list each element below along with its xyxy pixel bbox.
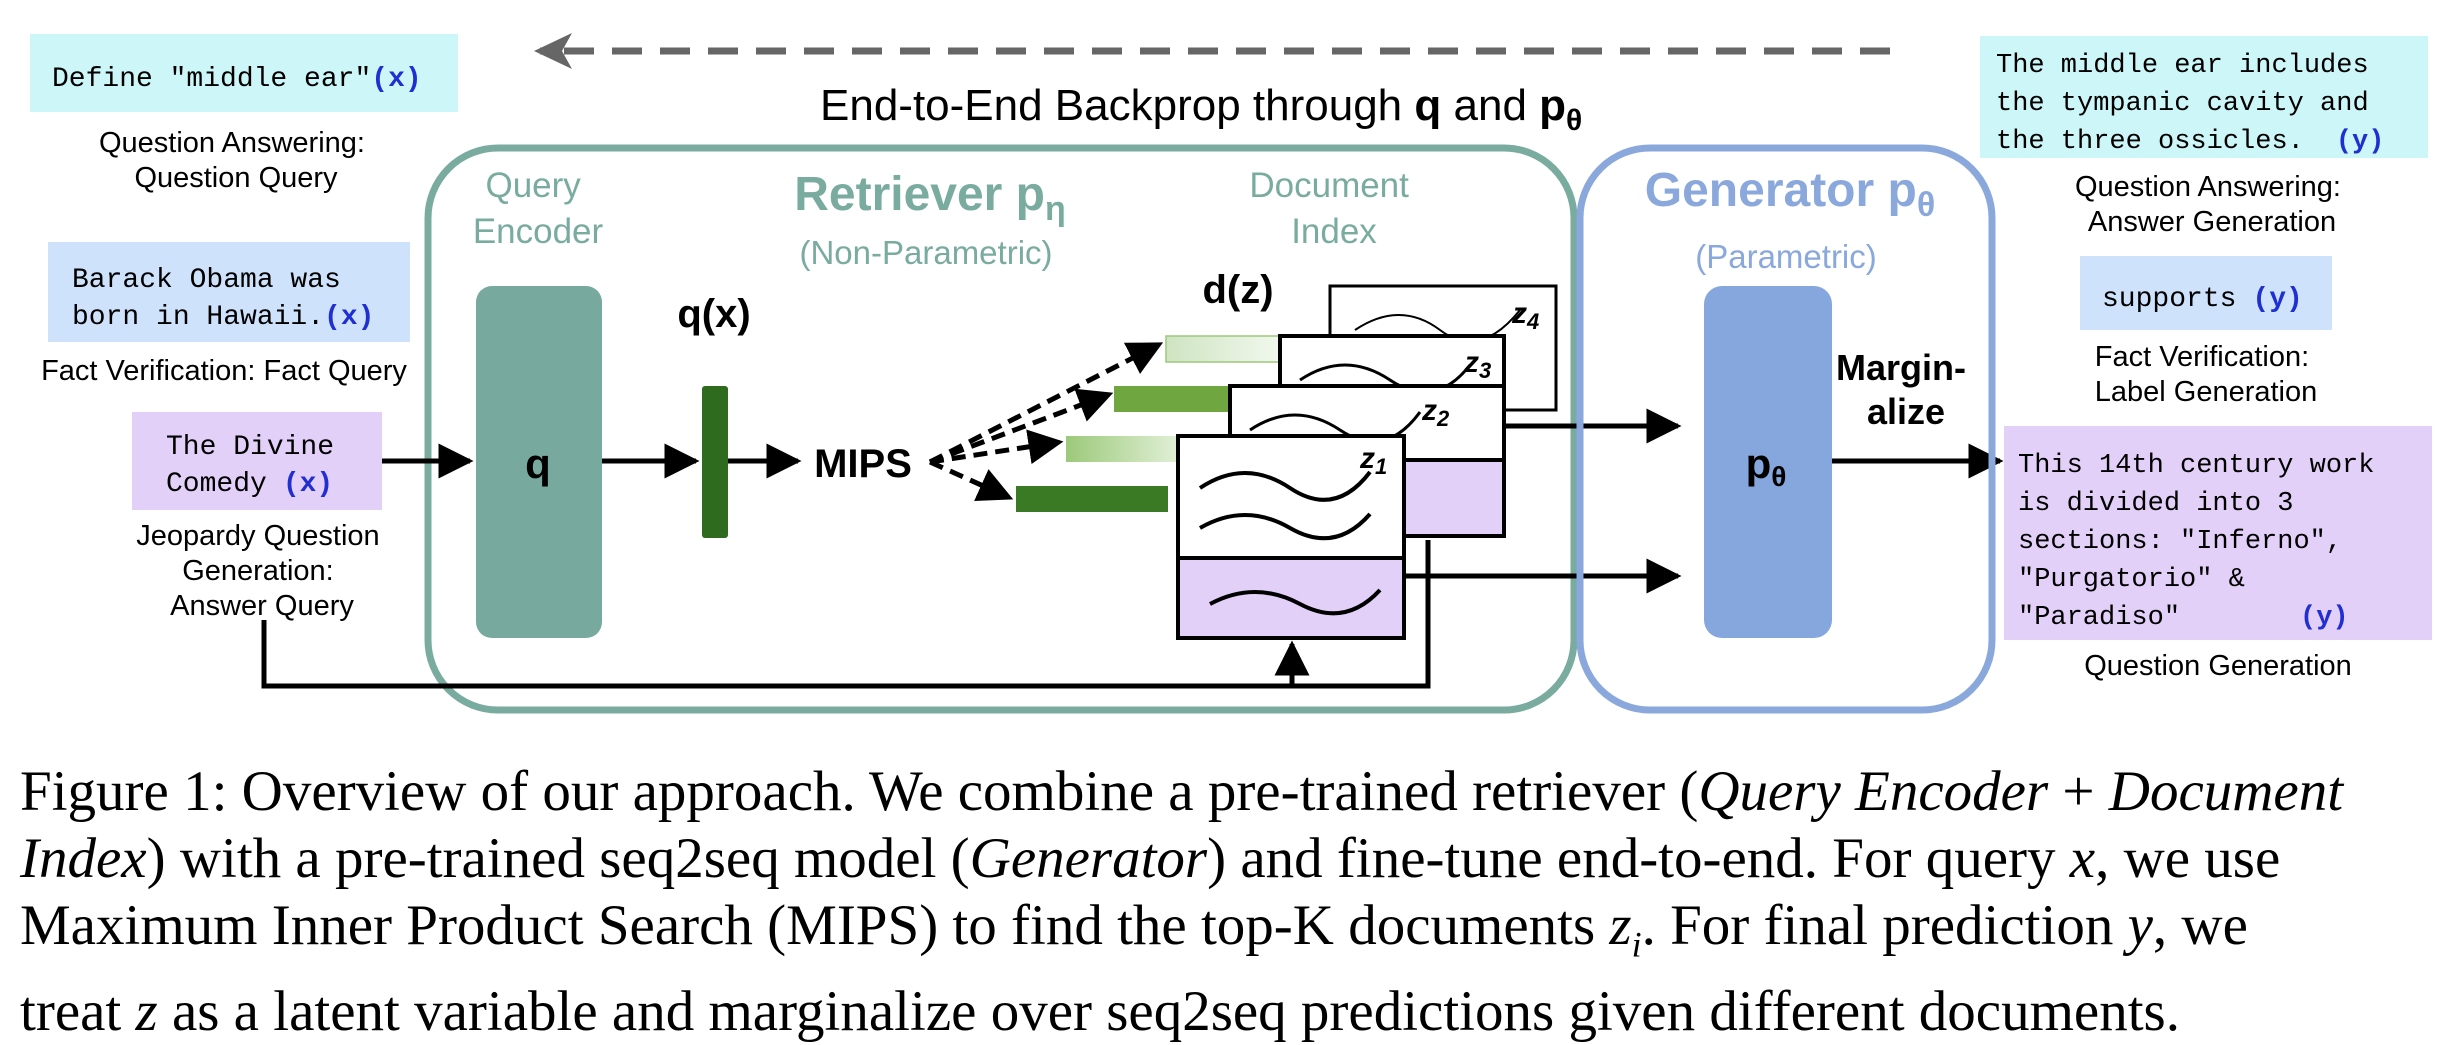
query-encoder-symbol: q [525,440,551,487]
generator-symbol: pθ [1746,440,1787,492]
caption-line-1: Figure 1: Overview of our approach. We c… [20,760,2344,823]
generator-frame [1576,144,1996,714]
svg-text:z4: z4 [1511,297,1539,334]
generator-block [1704,286,1832,638]
question-gen-label: Question Generation [2084,650,2352,682]
generator-title: Generator pθ [1645,164,1935,224]
dz-label: d(z) [1202,268,1273,312]
svg-text:This 14th century work i: This 14th century work is divided into 3… [2018,451,2391,633]
svg-text:z2: z2 [1421,394,1450,431]
document-index-title: Document Index [1249,166,1418,251]
query-encoder-block [476,286,602,638]
qa-query-label: Question Answering: Question Query [99,127,373,194]
fact-label-box: supports(y) [2080,256,2332,330]
fact-query-label: Fact Verification: Fact Query [41,355,407,387]
query-encoder-title: Query Encoder [473,166,604,251]
qx-label: q(x) [677,292,750,336]
retriever-title: Retriever pη [794,168,1066,228]
svg-text:Barack Obama was born in: Barack Obama was born in Hawaii.(x) [72,265,374,333]
query-vector [702,386,728,538]
svg-text:The middle ear includes: The middle ear includes the tympanic cav… [1996,51,2385,157]
svg-text:Define "middle ear"(x): Define "middle ear"(x) [52,64,422,95]
rag-overview-figure: End-to-End Backprop through q and pθ Def… [30,33,2432,714]
caption-line-4: treat z as a latent variable and margina… [20,980,2180,1044]
mips-label: MIPS [814,442,912,486]
svg-text:z3: z3 [1463,346,1491,383]
fact-label-caption: Fact Verification: Label Generation [2095,341,2318,408]
qa-answer-label: Question Answering: Answer Generation [2075,171,2349,238]
doc-vector-4 [1165,335,1283,363]
document-z1: z1 [1176,434,1406,640]
flow-arrows [261,408,2004,689]
svg-text:z1: z1 [1359,442,1387,479]
qa-query-box: Define "middle ear"(x) [30,34,458,112]
caption-line-2: Index) with a pre-trained seq2seq model … [20,827,2281,890]
doc-vector-2 [1066,436,1186,462]
svg-text:The Divine Comedy(x): The Divine Comedy(x) [166,432,351,500]
retriever-subtitle: (Non-Parametric) [799,234,1052,271]
marginalize-label: Margin- alize [1836,347,1976,432]
figure-caption: Figure 1: Overview of our approach. We c… [20,758,2440,1045]
generator-subtitle: (Parametric) [1695,238,1877,275]
fact-query-box: Barack Obama was born in Hawaii.(x) [48,242,410,342]
qa-answer-box: The middle ear includes the tympanic cav… [1980,36,2428,158]
doc-vector-1 [1016,486,1168,512]
question-gen-box: This 14th century work is divided into 3… [2004,426,2432,640]
jeopardy-query-box: The Divine Comedy(x) [132,412,382,510]
mips-arrows [928,341,1164,502]
backprop-title: End-to-End Backprop through q and pθ [820,81,1582,137]
backprop-arrow [534,33,1890,69]
jeopardy-query-label: Jeopardy Question Generation: Answer Que… [136,520,388,622]
retriever-frame [424,144,1578,714]
caption-line-3: Maximum Inner Product Search (MIPS) to f… [20,894,2248,965]
doc-vector-3 [1114,386,1234,412]
qa-query-bg [30,34,458,112]
svg-text:supports(y): supports(y) [2102,284,2303,315]
